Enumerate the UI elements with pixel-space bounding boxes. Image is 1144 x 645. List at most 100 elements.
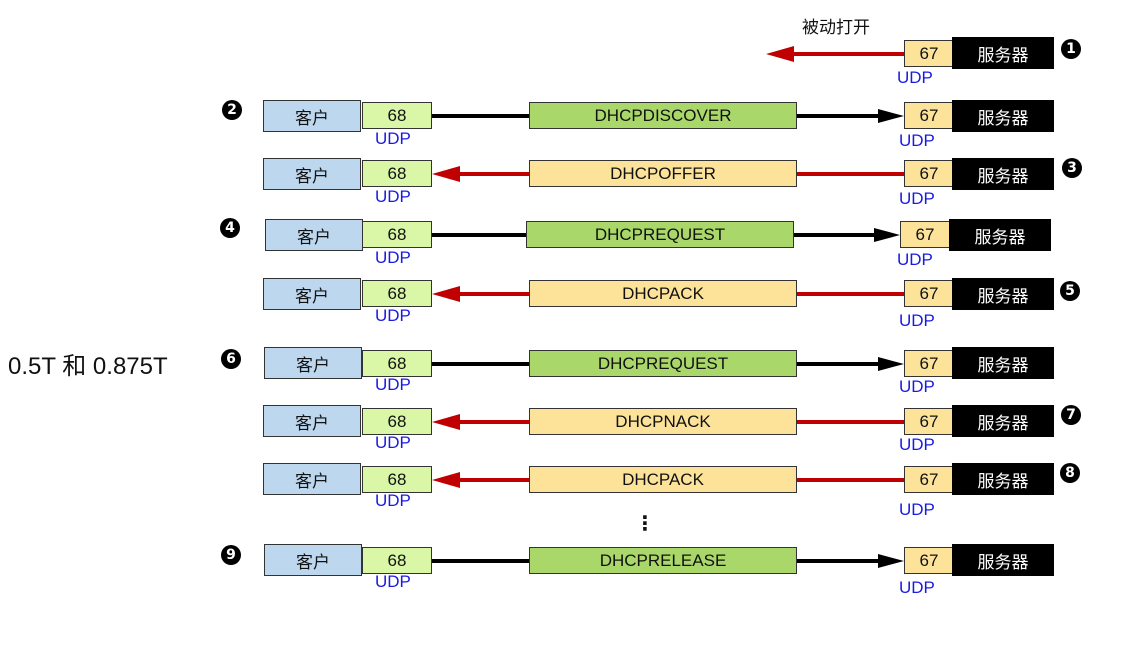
udp-label: UDP (375, 306, 411, 325)
server-box: 服务器 (952, 37, 1054, 69)
message-box: DHCPACK (529, 466, 797, 493)
message-box: DHCPACK (529, 280, 797, 307)
message-box: DHCPRELEASE (529, 547, 797, 574)
step-number-6: 6 (221, 349, 241, 369)
server-port: 67 (904, 280, 954, 307)
arrow-head (878, 554, 904, 568)
udp-label: UDP (375, 129, 411, 148)
server-port: 67 (904, 350, 954, 377)
message-label: DHCPNACK (615, 411, 711, 431)
arrow-head (432, 286, 460, 302)
client-label: 客户 (295, 108, 329, 128)
client-port-number: 68 (387, 283, 407, 303)
client-label: 客户 (296, 355, 330, 375)
udp-label: UDP (899, 578, 935, 597)
server-port: 67 (904, 160, 954, 187)
step-number-1: 1 (1061, 39, 1081, 59)
server-port: 67 (904, 40, 954, 67)
message-box: DHCPDISCOVER (529, 102, 797, 129)
client-box: 客户 (264, 544, 362, 576)
renewal-time-label: 0.5T 和 0.875T (8, 353, 168, 380)
client-port: 68 (362, 102, 432, 129)
message-label: DHCPRELEASE (599, 550, 727, 570)
udp-label: UDP (375, 187, 411, 206)
client-port: 68 (362, 350, 432, 377)
server-port-number: 67 (919, 163, 939, 183)
server-box: 服务器 (949, 219, 1051, 251)
step-number-5: 5 (1060, 281, 1080, 301)
message-box: DHCPREQUEST (526, 221, 794, 248)
client-box: 客户 (263, 278, 361, 310)
arrow-head (874, 228, 900, 242)
udp-label: UDP (375, 572, 411, 591)
server-port: 67 (904, 466, 954, 493)
server-label: 服务器 (977, 413, 1029, 433)
server-box: 服务器 (952, 100, 1054, 132)
server-label: 服务器 (977, 108, 1029, 128)
server-port: 67 (904, 408, 954, 435)
client-label: 客户 (295, 413, 329, 433)
client-port-number: 68 (387, 411, 407, 431)
client-box: 客户 (263, 100, 361, 132)
client-port: 68 (362, 408, 432, 435)
udp-label: UDP (899, 377, 935, 396)
client-port-number: 68 (387, 224, 407, 244)
server-port-number: 67 (919, 43, 939, 63)
message-label: DHCPACK (622, 469, 704, 489)
server-label: 服务器 (977, 45, 1029, 65)
udp-label: UDP (899, 131, 935, 150)
message-label: DHCPDISCOVER (594, 105, 732, 125)
client-port-number: 68 (387, 353, 407, 373)
server-label: 服务器 (977, 552, 1029, 572)
step-number-8: 8 (1060, 463, 1080, 483)
passive-open-arrow-line (790, 52, 904, 56)
client-box: 客户 (263, 405, 361, 437)
server-port-number: 67 (919, 469, 939, 489)
client-label: 客户 (295, 286, 329, 306)
server-port-number: 67 (919, 411, 939, 431)
server-port: 67 (904, 547, 954, 574)
message-label: DHCPOFFER (610, 163, 716, 183)
udp-label: UDP (899, 311, 935, 330)
step-number-3: 3 (1062, 158, 1082, 178)
client-port: 68 (362, 547, 432, 574)
arrow-head (878, 357, 904, 371)
server-label: 服务器 (977, 355, 1029, 375)
udp-label: UDP (899, 500, 935, 519)
udp-label: UDP (899, 435, 935, 454)
server-box: 服务器 (952, 158, 1054, 190)
server-box: 服务器 (952, 278, 1054, 310)
arrow-head (432, 166, 460, 182)
step-number-2: 2 (222, 100, 242, 120)
server-box: 服务器 (952, 347, 1054, 379)
message-label: DHCPACK (622, 283, 704, 303)
server-label: 服务器 (974, 227, 1026, 247)
server-port: 67 (900, 221, 950, 248)
message-label: DHCPREQUEST (597, 353, 729, 373)
server-port-number: 67 (919, 550, 939, 570)
udp-label: UDP (375, 375, 411, 394)
server-port-number: 67 (919, 283, 939, 303)
client-box: 客户 (265, 219, 363, 251)
arrow-head (878, 109, 904, 123)
client-box: 客户 (263, 158, 361, 190)
client-port: 68 (362, 221, 432, 248)
client-label: 客户 (297, 227, 331, 247)
server-box: 服务器 (952, 405, 1054, 437)
udp-label: UDP (897, 68, 933, 87)
message-label: DHCPREQUEST (594, 224, 726, 244)
client-port: 68 (362, 160, 432, 187)
message-box: DHCPREQUEST (529, 350, 797, 377)
udp-label: UDP (897, 250, 933, 269)
server-port-number: 67 (919, 105, 939, 125)
server-port-number: 67 (919, 353, 939, 373)
client-label: 客户 (296, 552, 330, 572)
passive-open-arrow-head (766, 46, 794, 62)
udp-label: UDP (375, 248, 411, 267)
client-port-number: 68 (387, 550, 407, 570)
client-label: 客户 (295, 471, 329, 491)
server-box: 服务器 (952, 544, 1054, 576)
ellipsis: ⋮ (635, 513, 655, 535)
passive-open-label: 被动打开 (802, 18, 870, 37)
client-port: 68 (362, 466, 432, 493)
